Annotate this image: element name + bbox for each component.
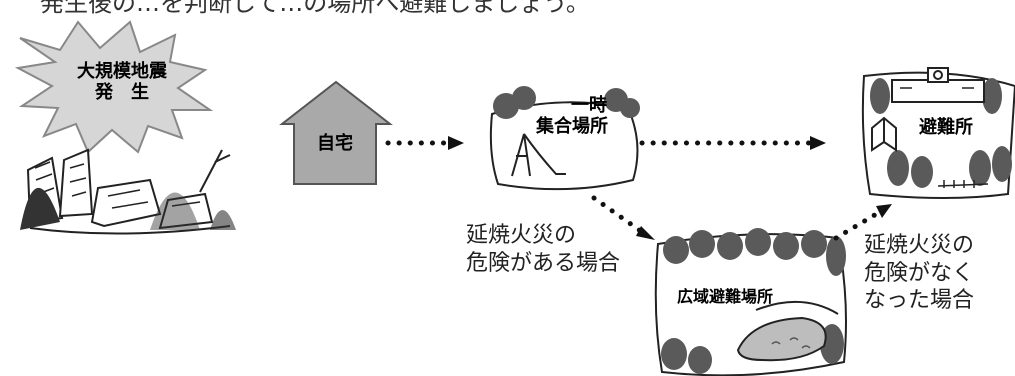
- house-icon: [279, 80, 393, 185]
- fire-cleared-note: 延焼火災の 危険がなく なった場合: [864, 232, 974, 315]
- earthquake-illustration: [14, 20, 236, 235]
- fire-risk-note: 延焼火災の 危険がある場合: [466, 222, 620, 277]
- temporary-site-line2: 集合場所: [536, 115, 608, 137]
- shelter-label: 避難所: [919, 117, 973, 138]
- arrowhead-1: [448, 136, 464, 150]
- slide-icon: [511, 133, 566, 177]
- wide-area-label: 広域避難場所: [676, 287, 773, 306]
- temporary-site-title: 一時 集合場所: [512, 95, 632, 137]
- fire-risk-line1: 延焼火災の: [466, 223, 577, 248]
- burst-shape: [14, 20, 214, 154]
- earthquake-title-line1: 大規模地震: [77, 61, 167, 82]
- shelter-illustration: [861, 67, 1015, 199]
- wide-area-illustration: [654, 228, 847, 376]
- school-building-icon: [891, 67, 985, 103]
- fire-cleared-line1: 延焼火災の: [864, 233, 975, 258]
- arrowhead-3: [636, 226, 655, 240]
- earthquake-title-line2: 発 生: [95, 81, 149, 103]
- home-label: 自宅: [317, 133, 353, 154]
- arrow-wide-area-to-shelter: [833, 210, 881, 241]
- temporary-site-illustration: [489, 86, 640, 191]
- arrowhead-4: [876, 204, 892, 218]
- intro-text: 発生後の…を判断して…の場所へ避難しましょう。: [40, 0, 590, 17]
- arrow-temporary-to-wide-area: [591, 195, 645, 235]
- fire-risk-line2: 危険がある場合: [466, 250, 621, 276]
- fire-cleared-line2: 危険がなく: [864, 260, 975, 286]
- arrowhead-2: [810, 136, 826, 150]
- earthquake-title: 大規模地震 発 生: [52, 61, 192, 103]
- temporary-site-line1: 一時: [571, 95, 607, 116]
- pond-shape: [736, 316, 827, 362]
- fire-cleared-line3: なった場合: [864, 288, 975, 313]
